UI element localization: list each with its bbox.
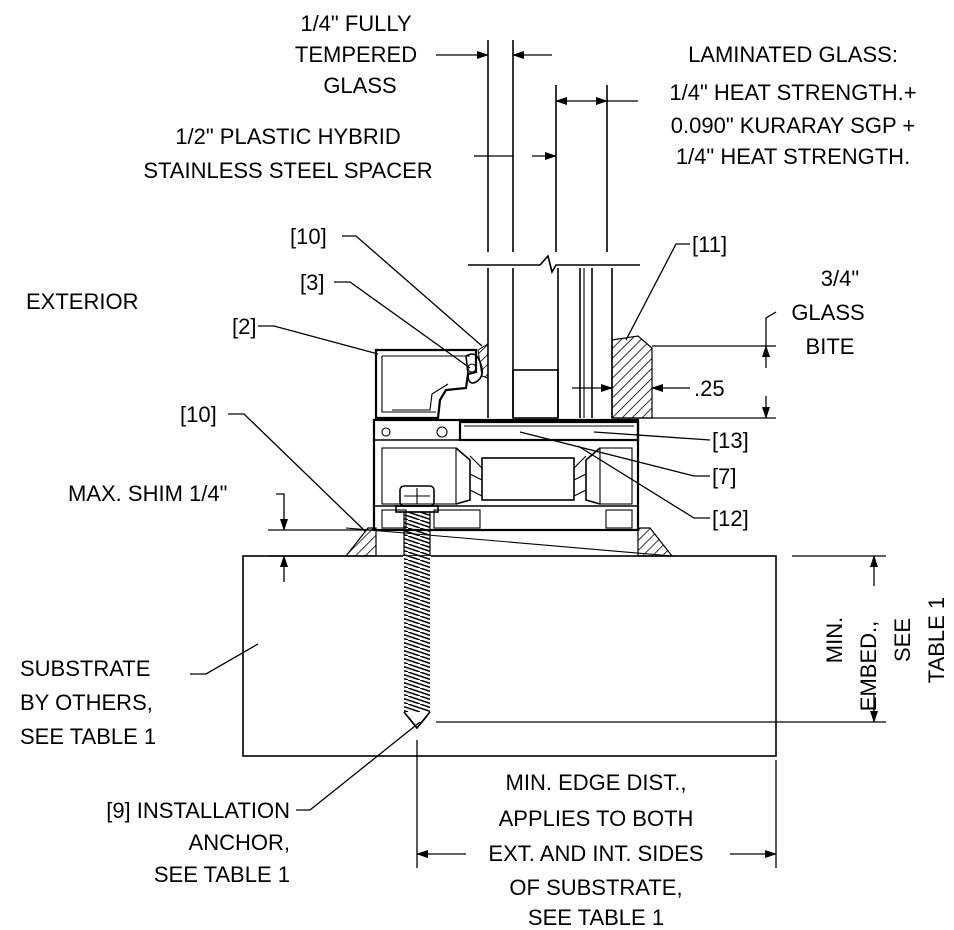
svg-text:1/4" FULLY: 1/4" FULLY — [300, 11, 412, 36]
svg-text:LAMINATED GLASS:: LAMINATED GLASS: — [688, 42, 898, 67]
callout-13: [13] — [712, 428, 749, 453]
anchor-label: [9] INSTALLATION ANCHOR, SEE TABLE 1 — [106, 798, 290, 887]
svg-text:3/4": 3/4" — [821, 266, 859, 291]
interior-sealant — [611, 335, 653, 419]
svg-text:0.090" KURARAY SGP +: 0.090" KURARAY SGP + — [671, 113, 915, 138]
svg-text:1/4" HEAT STRENGTH.+: 1/4" HEAT STRENGTH.+ — [669, 80, 916, 105]
svg-text:1/4" HEAT STRENGTH.: 1/4" HEAT STRENGTH. — [676, 144, 910, 169]
svg-text:[9] INSTALLATION: [9] INSTALLATION — [106, 798, 290, 823]
callout-10-top: [10] — [290, 224, 327, 249]
callout-3: [3] — [300, 270, 324, 295]
svg-text:BITE: BITE — [806, 334, 855, 359]
svg-text:ANCHOR,: ANCHOR, — [189, 830, 290, 855]
laminated-glass-lite — [555, 85, 613, 418]
svg-text:TABLE 1: TABLE 1 — [924, 597, 949, 683]
spacer-block — [512, 369, 559, 419]
min-embed-label: MIN. EMBED., SEE TABLE 1 — [822, 597, 949, 711]
svg-text:MIN. EDGE DIST.,: MIN. EDGE DIST., — [506, 770, 687, 795]
svg-text:1/2" PLASTIC HYBRID: 1/2" PLASTIC HYBRID — [175, 124, 400, 149]
svg-text:STAINLESS STEEL SPACER: STAINLESS STEEL SPACER — [143, 158, 432, 183]
svg-text:SEE: SEE — [890, 618, 915, 662]
svg-text:OF SUBSTRATE,: OF SUBSTRATE, — [509, 875, 682, 900]
spacer-label: 1/2" PLASTIC HYBRID STAINLESS STEEL SPAC… — [143, 124, 432, 183]
svg-text:MIN.: MIN. — [822, 617, 847, 663]
callout-2: [2] — [232, 314, 256, 339]
callout-10-left: [10] — [180, 402, 217, 427]
callout-7: [7] — [712, 464, 736, 489]
callout-12: [12] — [712, 506, 749, 531]
substrate-label: SUBSTRATE BY OTHERS, SEE TABLE 1 — [20, 656, 156, 749]
glass-bite-label: 3/4" GLASS BITE — [791, 266, 864, 359]
edge-dist-label: MIN. EDGE DIST., APPLIES TO BOTH EXT. AN… — [488, 770, 703, 930]
tempered-glass-label: 1/4" FULLY TEMPERED GLASS — [295, 11, 417, 98]
svg-text:EMBED.,: EMBED., — [856, 621, 881, 711]
svg-text:SEE TABLE 1: SEE TABLE 1 — [154, 862, 290, 887]
glass-break-line — [468, 254, 640, 275]
svg-text:SEE TABLE 1: SEE TABLE 1 — [528, 905, 664, 930]
tempered-glass-lite — [487, 40, 514, 418]
dim-25-label: .25 — [694, 376, 725, 401]
svg-text:APPLIES TO BOTH: APPLIES TO BOTH — [499, 806, 694, 831]
callout-11: [11] — [692, 232, 727, 257]
svg-text:SEE TABLE 1: SEE TABLE 1 — [20, 724, 156, 749]
exterior-label: EXTERIOR — [26, 289, 138, 314]
dimension-lines — [268, 51, 886, 868]
substrate-block — [242, 555, 777, 757]
laminated-glass-label: LAMINATED GLASS: 1/4" HEAT STRENGTH.+ 0.… — [669, 42, 916, 169]
svg-text:GLASS: GLASS — [791, 300, 864, 325]
setting-block — [458, 420, 640, 442]
svg-text:SUBSTRATE: SUBSTRATE — [20, 656, 150, 681]
extrusion-frame — [372, 343, 640, 532]
max-shim-label: MAX. SHIM 1/4" — [68, 481, 227, 506]
svg-text:GLASS: GLASS — [323, 73, 396, 98]
svg-text:TEMPERED: TEMPERED — [295, 42, 417, 67]
leader-lines — [190, 235, 711, 811]
svg-text:EXT. AND INT. SIDES: EXT. AND INT. SIDES — [488, 841, 703, 866]
svg-text:BY OTHERS,: BY OTHERS, — [20, 690, 153, 715]
